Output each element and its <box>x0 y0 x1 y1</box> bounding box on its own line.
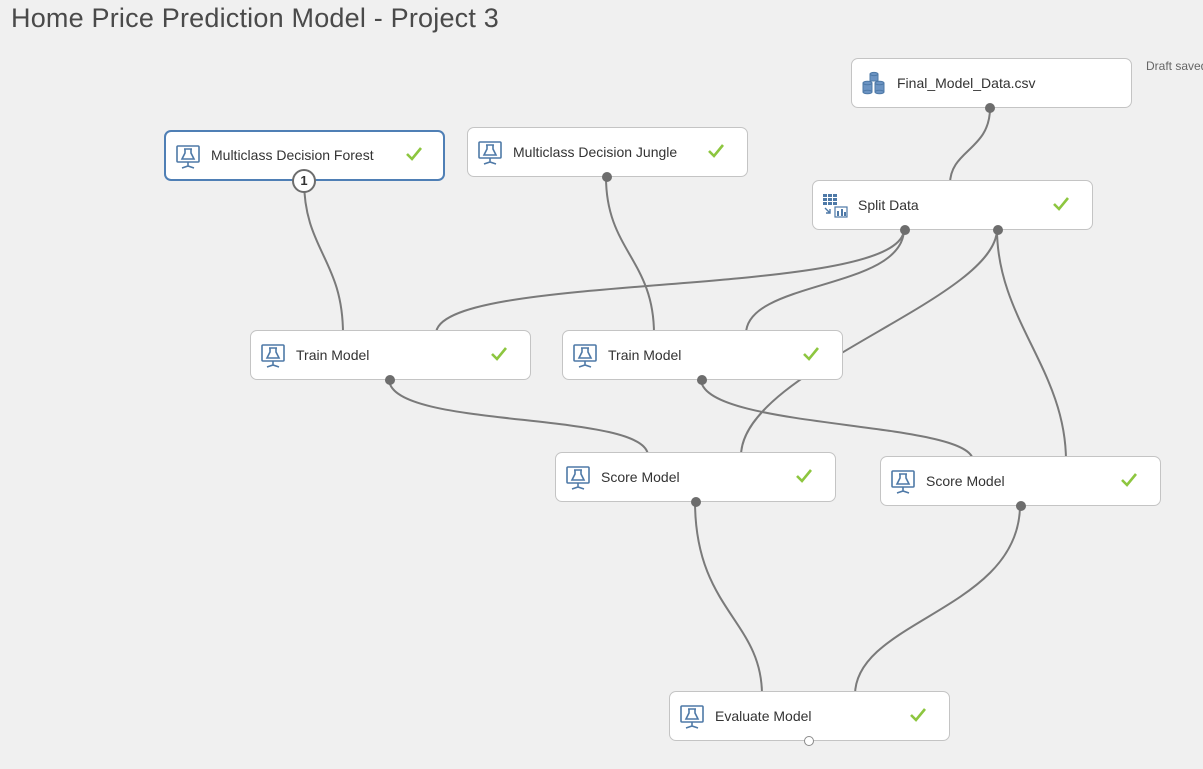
edge-split-to-train2[interactable] <box>742 228 905 338</box>
edge-train2-to-score2[interactable] <box>700 378 977 465</box>
output-port[interactable] <box>804 736 814 746</box>
module-label: Multiclass Decision Forest <box>211 147 374 163</box>
edge-split-to-train1[interactable] <box>432 228 905 338</box>
module-train-model-1[interactable]: Train Model <box>250 330 531 385</box>
module-evaluate-model[interactable]: Evaluate Model <box>669 691 950 746</box>
module-final-model-data[interactable]: Final_Model_Data.csv <box>851 58 1132 113</box>
output-port[interactable] <box>697 375 707 385</box>
module-label: Evaluate Model <box>715 708 812 724</box>
edge-forest-to-train1[interactable] <box>303 179 347 338</box>
output-port[interactable] <box>691 497 701 507</box>
model-flask-icon <box>176 145 200 169</box>
edge-split-to-score1[interactable] <box>737 228 998 460</box>
completed-check-icon <box>796 469 813 483</box>
output-port[interactable] <box>602 172 612 182</box>
completed-check-icon <box>1121 473 1138 487</box>
module-score-model-2[interactable]: Score Model <box>880 456 1161 511</box>
completed-check-icon <box>406 147 423 161</box>
module-label: Split Data <box>858 197 919 213</box>
edge-dataset-to-split[interactable] <box>946 107 991 188</box>
model-flask-icon <box>478 141 502 165</box>
output-port-badge[interactable]: 1 <box>292 169 316 193</box>
module-multiclass-decision-jungle[interactable]: Multiclass Decision Jungle <box>467 127 748 182</box>
module-label: Multiclass Decision Jungle <box>513 144 678 160</box>
edge-split-to-score2[interactable] <box>996 228 1070 465</box>
edge-train1-to-score1[interactable] <box>388 378 652 460</box>
edge-jungle-to-train2[interactable] <box>605 176 658 338</box>
completed-check-icon <box>708 144 725 158</box>
model-flask-icon <box>566 466 590 490</box>
output-port[interactable] <box>385 375 395 385</box>
edge-score2-to-evaluate[interactable] <box>851 504 1021 699</box>
module-label: Train Model <box>608 347 682 363</box>
model-flask-icon <box>680 705 704 729</box>
module-label: Score Model <box>601 469 680 485</box>
split-data-icon <box>823 194 848 218</box>
edge-score1-to-evaluate[interactable] <box>694 500 766 699</box>
model-flask-icon <box>261 344 285 368</box>
draft-status: Draft saved <box>1146 59 1203 73</box>
model-flask-icon <box>573 344 597 368</box>
module-split-data[interactable]: Split Data <box>812 180 1093 235</box>
module-label: Train Model <box>296 347 370 363</box>
dataset-icon <box>862 71 885 95</box>
module-train-model-2[interactable]: Train Model <box>562 330 843 385</box>
completed-check-icon <box>1053 197 1070 211</box>
output-port[interactable] <box>985 103 995 113</box>
completed-check-icon <box>910 708 927 722</box>
completed-check-icon <box>803 347 820 361</box>
output-port-2[interactable] <box>993 225 1003 235</box>
module-label: Final_Model_Data.csv <box>897 75 1036 91</box>
output-port[interactable] <box>1016 501 1026 511</box>
module-multiclass-decision-forest[interactable]: Multiclass Decision Forest 1 <box>164 130 445 193</box>
module-score-model-1[interactable]: Score Model <box>555 452 836 507</box>
model-flask-icon <box>891 470 915 494</box>
completed-check-icon <box>491 347 508 361</box>
module-label: Score Model <box>926 473 1005 489</box>
experiment-title: Home Price Prediction Model - Project 3 <box>11 3 499 33</box>
output-port-1[interactable] <box>900 225 910 235</box>
